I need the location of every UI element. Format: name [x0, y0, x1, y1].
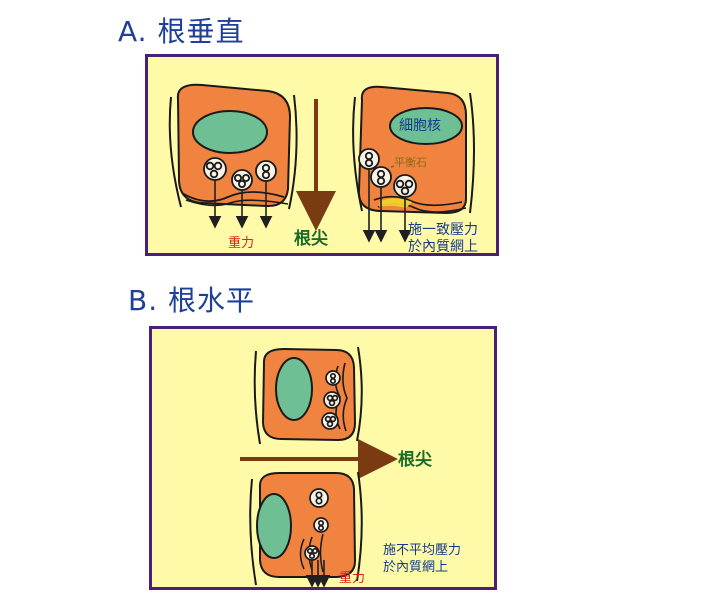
- gravity-arrows-left: [208, 180, 273, 229]
- pressure-line2-b: 於內質網上: [383, 560, 449, 575]
- left-cell: [168, 83, 298, 229]
- nucleus-right: [389, 107, 463, 145]
- nucleus-lower: [256, 493, 292, 559]
- nucleus-left: [192, 110, 268, 154]
- statolith-label: 平衡石: [394, 156, 427, 169]
- panel-b-diagram: [240, 346, 398, 588]
- gravity-label-b: 重力: [339, 571, 366, 586]
- statoliths-upper: [321, 370, 341, 430]
- upper-cell: [253, 346, 363, 445]
- pressure-line1-b: 施不平均壓力: [383, 543, 462, 558]
- nucleus-upper: [275, 357, 313, 421]
- section-b-title: B. 根水平: [128, 284, 256, 317]
- statoliths-lower: [304, 488, 329, 561]
- gravity-label-a: 重力: [228, 236, 255, 251]
- section-a-title: A. 根垂直: [118, 15, 245, 48]
- gravity-arrows-right: [362, 169, 412, 243]
- panel-a-vertical-root: 重力 根尖 細胞核 平衡石 施一致壓力 於內質網上: [145, 54, 499, 256]
- pressure-line2-a: 於內質網上: [408, 239, 478, 255]
- statolith-pointer: [390, 165, 395, 168]
- er-yellow: [379, 198, 412, 208]
- nucleus-label: 細胞核: [399, 118, 441, 134]
- panel-a-diagram: [168, 83, 475, 243]
- right-cell: [352, 85, 475, 243]
- panel-b-horizontal-root: 根尖 施不平均壓力 於內質網上 重力: [149, 326, 497, 590]
- lower-cell: [249, 471, 363, 588]
- root-tip-label-b: 根尖: [398, 450, 432, 470]
- pressure-line1-a: 施一致壓力: [408, 222, 478, 238]
- root-tip-label-a: 根尖: [294, 229, 328, 249]
- gravity-arrows-lower: [305, 560, 331, 588]
